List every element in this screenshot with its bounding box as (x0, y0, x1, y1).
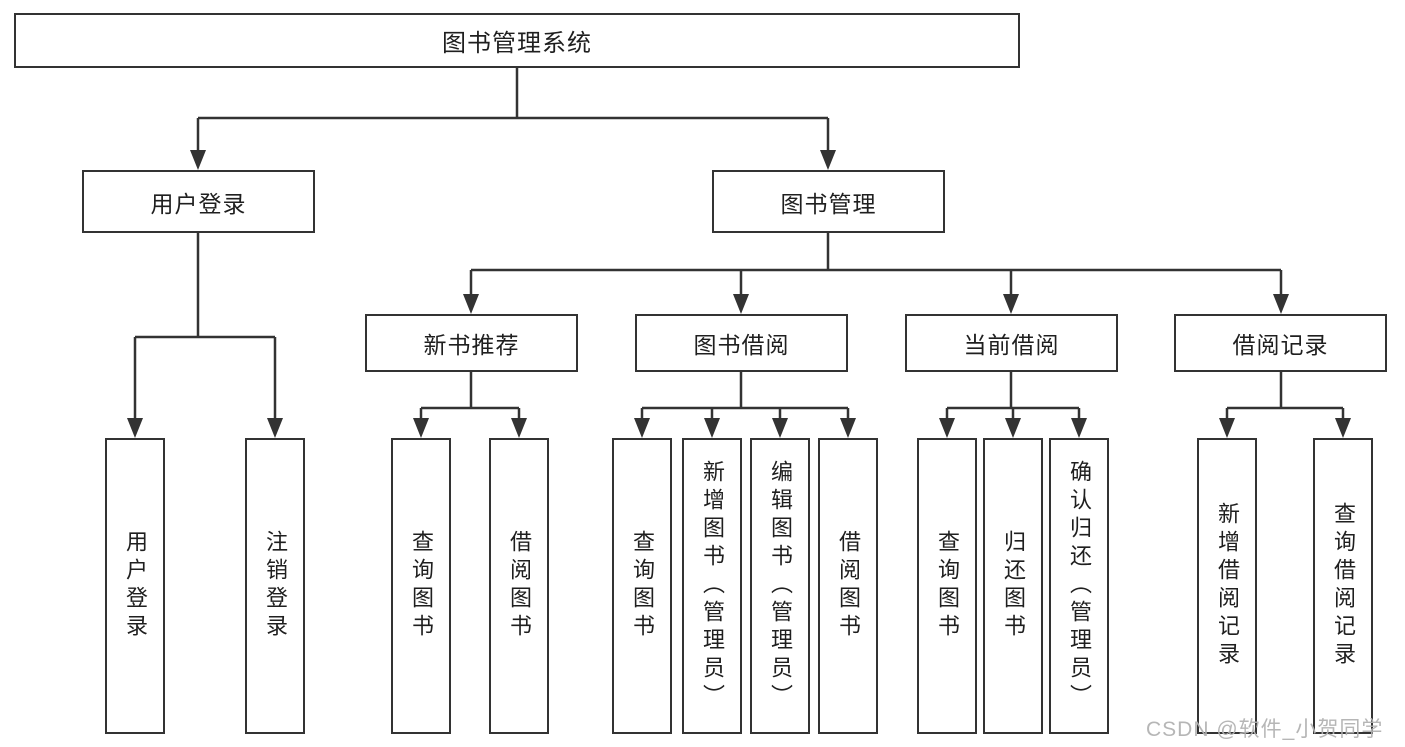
leaf-add-books-admin-label: 新增图书（管理员） (700, 460, 725, 712)
node-user-login: 用户登录 (82, 170, 315, 233)
node-new-book-recommend: 新书推荐 (365, 314, 578, 372)
node-book-borrow-label: 图书借阅 (693, 332, 790, 358)
leaf-add-borrow-record-label: 新增借阅记录 (1215, 502, 1240, 670)
leaf-add-borrow-record: 新增借阅记录 (1197, 438, 1257, 734)
leaf-add-books-admin: 新增图书（管理员） (682, 438, 742, 734)
node-book-borrow: 图书借阅 (635, 314, 848, 372)
node-new-book-recommend-label: 新书推荐 (423, 332, 520, 358)
leaf-confirm-return-admin: 确认归还（管理员） (1049, 438, 1109, 734)
node-user-login-label: 用户登录 (150, 190, 247, 217)
leaf-query-books-borrow-label: 查询图书 (630, 530, 655, 642)
connector-userlogin-to-leaves (127, 233, 283, 438)
connector-bookmgmt-to-level3 (463, 233, 1289, 314)
leaf-return-books: 归还图书 (983, 438, 1043, 734)
leaf-logout-label: 注销登录 (263, 530, 288, 642)
connector-bookborrow-to-leaves (634, 372, 856, 438)
node-book-management-label: 图书管理 (780, 190, 877, 217)
leaf-query-borrow-record: 查询借阅记录 (1313, 438, 1373, 734)
leaf-borrow-books-label: 借阅图书 (836, 530, 861, 642)
leaf-logout: 注销登录 (245, 438, 305, 734)
leaf-user-login: 用户登录 (105, 438, 165, 734)
node-root-label: 图书管理系统 (442, 30, 592, 57)
leaf-query-books-current-label: 查询图书 (935, 530, 960, 642)
leaf-query-books-recommend: 查询图书 (391, 438, 451, 734)
leaf-query-books-current: 查询图书 (917, 438, 977, 734)
node-current-borrow-label: 当前借阅 (963, 332, 1060, 358)
connector-borrowrecords-to-leaves (1219, 372, 1351, 438)
leaf-return-books-label: 归还图书 (1001, 530, 1026, 642)
node-current-borrow: 当前借阅 (905, 314, 1118, 372)
node-book-management: 图书管理 (712, 170, 945, 233)
leaf-borrow-books: 借阅图书 (818, 438, 878, 734)
leaf-query-books-borrow: 查询图书 (612, 438, 672, 734)
leaf-query-books-recommend-label: 查询图书 (409, 530, 434, 642)
node-borrow-records: 借阅记录 (1174, 314, 1387, 372)
node-root-system: 图书管理系统 (14, 13, 1020, 68)
connector-newbook-to-leaves (413, 372, 527, 438)
leaf-query-borrow-record-label: 查询借阅记录 (1331, 502, 1356, 670)
leaf-confirm-return-admin-label: 确认归还（管理员） (1067, 460, 1092, 712)
csdn-watermark: CSDN @软件_小贺同学 (1146, 718, 1384, 741)
leaf-edit-books-admin-label: 编辑图书（管理员） (768, 460, 793, 712)
leaf-borrow-books-recommend-label: 借阅图书 (507, 530, 532, 642)
connector-currentborrow-to-leaves (939, 372, 1087, 438)
leaf-user-login-label: 用户登录 (123, 530, 148, 642)
leaf-edit-books-admin: 编辑图书（管理员） (750, 438, 810, 734)
node-borrow-records-label: 借阅记录 (1232, 332, 1329, 358)
connector-root-to-level2 (190, 68, 836, 170)
leaf-borrow-books-recommend: 借阅图书 (489, 438, 549, 734)
